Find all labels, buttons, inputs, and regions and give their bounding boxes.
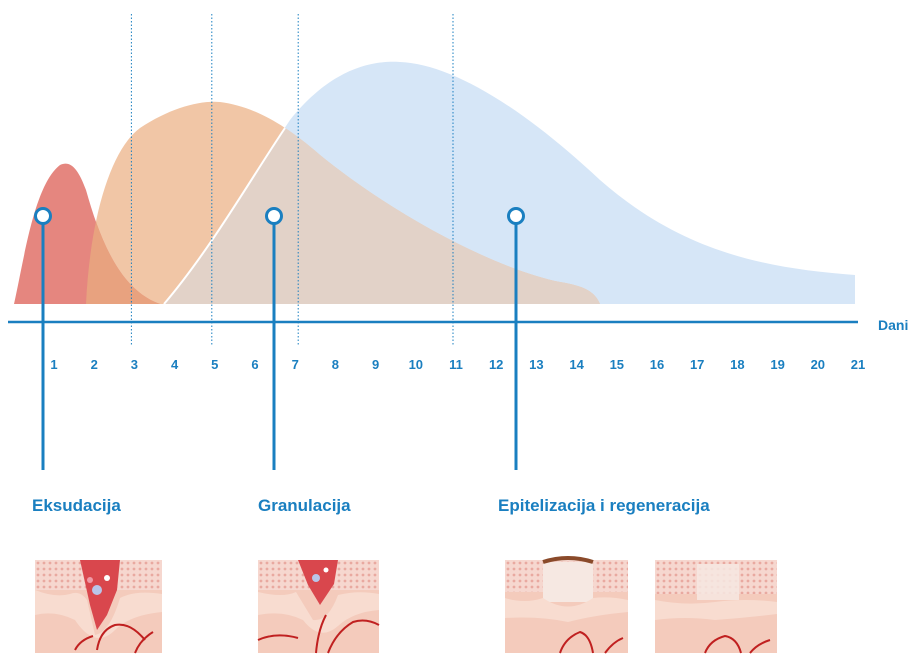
tick-label: 6 (251, 357, 258, 372)
tick-label: 3 (131, 357, 138, 372)
axis-label: Dani (878, 317, 908, 333)
tissue-illustration-exudation (35, 560, 162, 653)
tissue-illustration-epithelization (505, 558, 628, 653)
tick-label: 14 (569, 357, 584, 372)
tick-label: 4 (171, 357, 179, 372)
tick-label: 7 (292, 357, 299, 372)
tick-label: 18 (730, 357, 744, 372)
tick-label: 11 (449, 357, 463, 372)
tick-label: 12 (489, 357, 503, 372)
phase-label-granulacija: Granulacija (258, 496, 351, 515)
tick-label: 21 (851, 357, 865, 372)
marker-circle-eksudacija (36, 209, 51, 224)
tissue-illustration-granulation (258, 560, 379, 653)
tick-label: 15 (610, 357, 624, 372)
phase-label-eksudacija: Eksudacija (32, 496, 121, 515)
tick-label: 17 (690, 357, 704, 372)
marker-circle-epitelizacija (509, 209, 524, 224)
tick-label: 2 (91, 357, 98, 372)
tick-label: 20 (811, 357, 825, 372)
tick-label: 13 (529, 357, 543, 372)
tick-label: 5 (211, 357, 218, 372)
tick-label: 1 (50, 357, 57, 372)
tick-label: 10 (409, 357, 423, 372)
tissue-illustration-regeneration (655, 560, 777, 653)
tick-label: 19 (770, 357, 784, 372)
marker-circle-granulacija (267, 209, 282, 224)
tick-label: 16 (650, 357, 664, 372)
tick-label: 9 (372, 357, 379, 372)
phase-label-epitelizacija: Epitelizacija i regeneracija (498, 496, 710, 515)
tick-label: 8 (332, 357, 339, 372)
